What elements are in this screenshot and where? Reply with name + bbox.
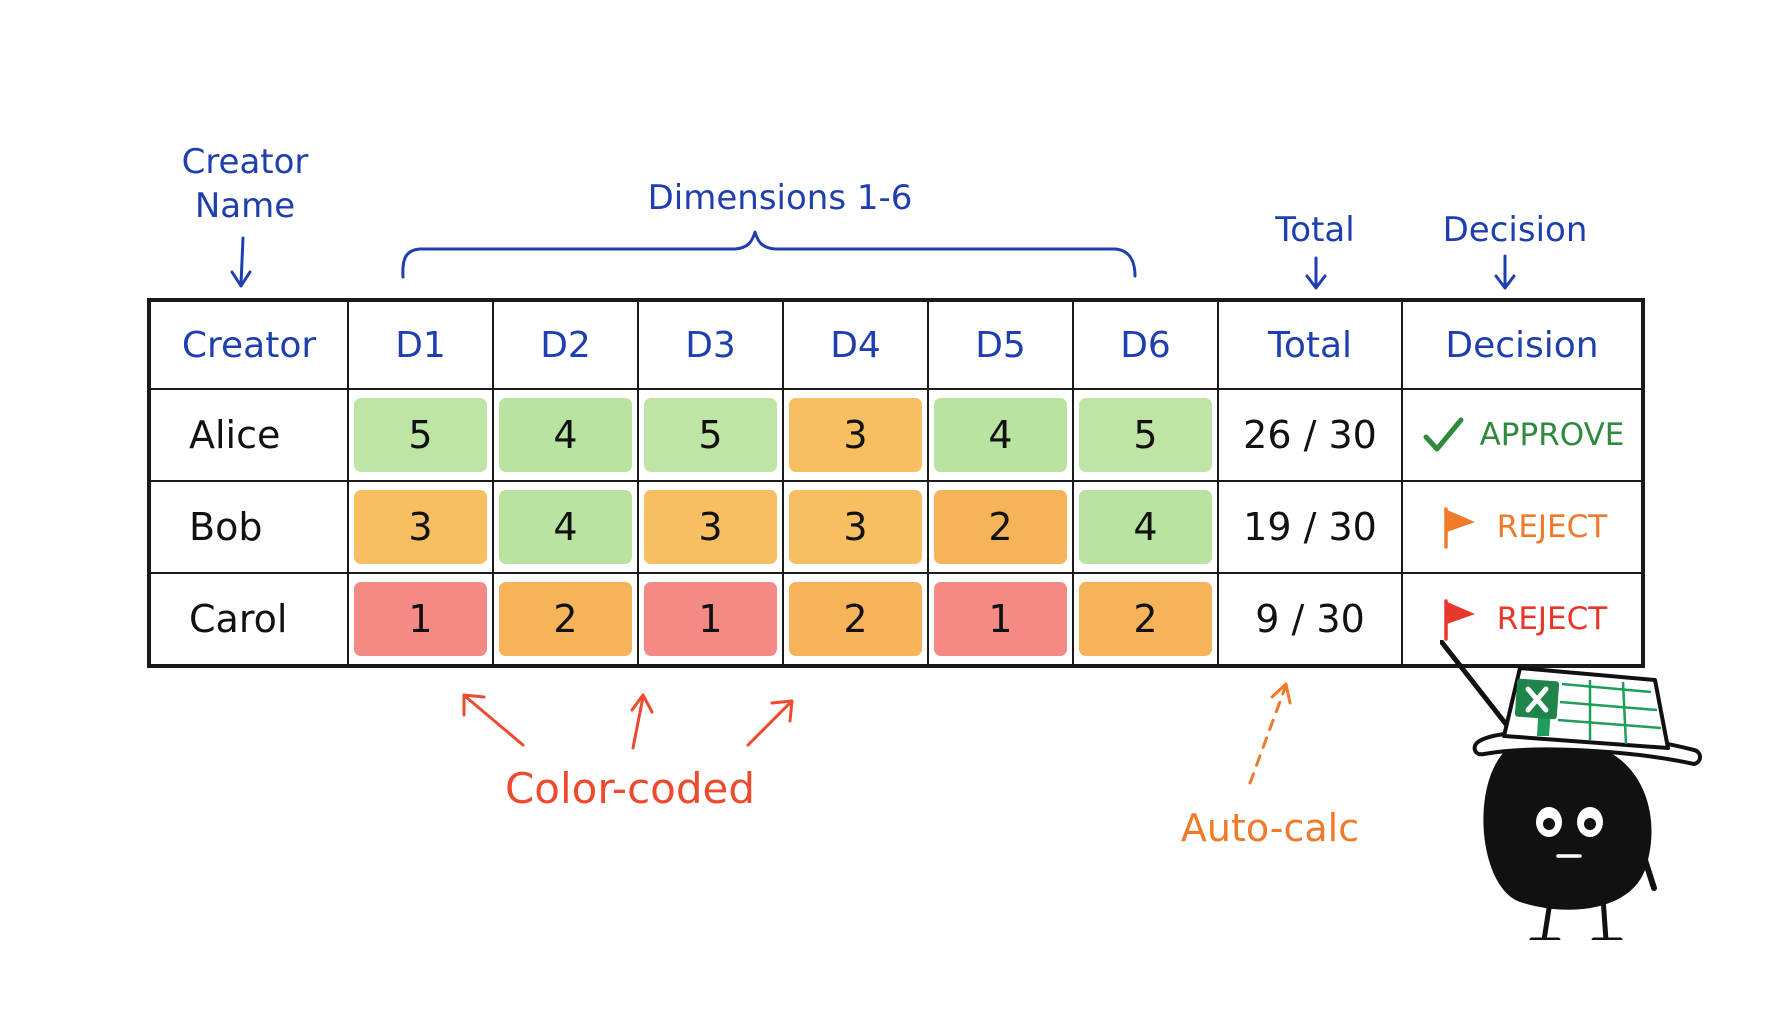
decision-label: APPROVE (1479, 417, 1625, 453)
score-cell: 3 (789, 490, 922, 564)
color-coded-arrow-right-icon (746, 699, 794, 747)
header-decision: Decision (1401, 299, 1644, 390)
color-coded-arrow-middle-icon (630, 693, 654, 750)
score-cell: 1 (644, 582, 777, 656)
header-d6: D6 (1072, 299, 1219, 390)
auto-calc-annotation: Auto-calc (1180, 806, 1360, 850)
score-cell: 3 (644, 490, 777, 564)
header-creator: Creator (148, 299, 349, 390)
header-d3: D3 (637, 299, 784, 390)
creator-score-table: Creator D1 D2 D3 D4 D5 D6 Total Decision… (147, 298, 1645, 668)
score-cell: 2 (934, 490, 1067, 564)
decision-down-arrow-icon (1494, 254, 1516, 290)
creator-name-cell: Alice (148, 388, 349, 482)
flag-icon (1437, 504, 1483, 550)
total-cell: 9 / 30 (1217, 572, 1403, 667)
decision-cell: REJECT (1403, 596, 1641, 642)
auto-calc-dashed-arrow-icon (1248, 682, 1292, 785)
score-cell: 5 (354, 398, 487, 472)
creator-name-cell: Carol (148, 572, 349, 667)
creator-name-annotation: Creator Name (181, 142, 309, 227)
score-cell: 4 (499, 398, 632, 472)
table-row: Alice 5 4 5 3 4 5 26 / 30 APPROVE (148, 388, 1644, 482)
table-row: Carol 1 2 1 2 1 2 9 / 30 REJECT (148, 572, 1644, 667)
score-cell: 2 (499, 582, 632, 656)
score-cell: 1 (934, 582, 1067, 656)
total-annotation: Total (1275, 210, 1355, 250)
check-icon (1420, 412, 1466, 458)
dimensions-brace (401, 230, 1137, 279)
decision-label: REJECT (1496, 601, 1608, 637)
score-cell: 1 (354, 582, 487, 656)
decision-cell: APPROVE (1403, 412, 1641, 458)
flag-icon (1437, 596, 1483, 642)
total-down-arrow-icon (1305, 256, 1327, 290)
score-cell: 5 (644, 398, 777, 472)
color-coded-annotation: Color-coded (504, 764, 756, 813)
spreadsheet-hat-mascot-icon (1440, 640, 1702, 940)
creator-name-cell: Bob (148, 480, 349, 574)
color-coded-arrow-left-icon (462, 693, 525, 747)
dimensions-annotation: Dimensions 1-6 (647, 178, 913, 218)
header-d1: D1 (347, 299, 494, 390)
score-cell: 3 (354, 490, 487, 564)
score-cell: 2 (789, 582, 922, 656)
decision-annotation: Decision (1442, 210, 1588, 250)
total-cell: 19 / 30 (1217, 480, 1403, 574)
score-cell: 4 (934, 398, 1067, 472)
header-d2: D2 (492, 299, 639, 390)
table-header-row: Creator D1 D2 D3 D4 D5 D6 Total Decision (148, 299, 1644, 390)
score-cell: 4 (499, 490, 632, 564)
total-cell: 26 / 30 (1217, 388, 1403, 482)
header-d4: D4 (782, 299, 929, 390)
score-cell: 4 (1079, 490, 1212, 564)
creator-down-arrow-icon (230, 236, 252, 288)
decision-cell: REJECT (1403, 504, 1641, 550)
header-d5: D5 (927, 299, 1074, 390)
score-cell: 2 (1079, 582, 1212, 656)
score-cell: 5 (1079, 398, 1212, 472)
decision-label: REJECT (1496, 509, 1608, 545)
score-cell: 3 (789, 398, 922, 472)
header-total: Total (1217, 299, 1403, 390)
table-row: Bob 3 4 3 3 2 4 19 / 30 REJECT (148, 480, 1644, 574)
